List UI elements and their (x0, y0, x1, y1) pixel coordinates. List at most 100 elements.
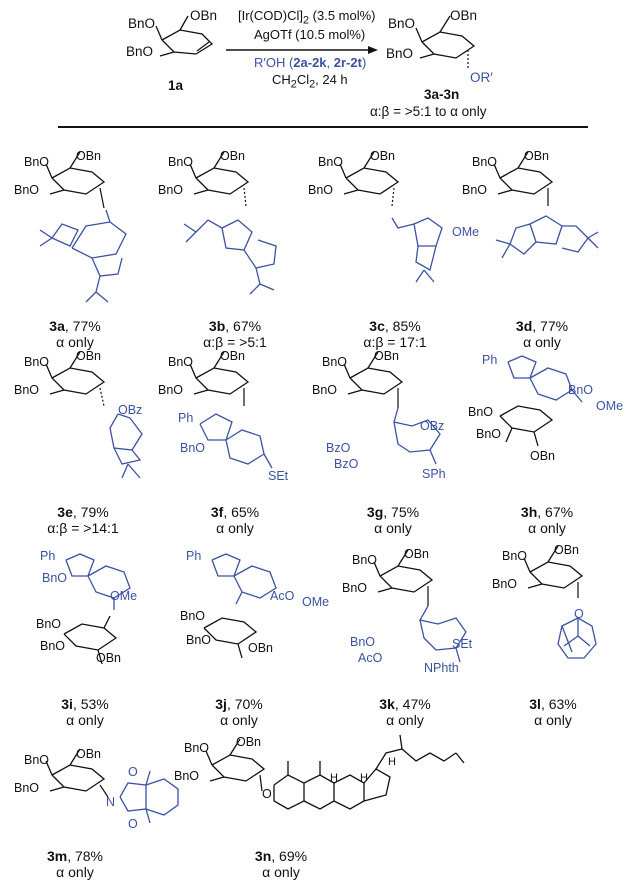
structure-3g (343, 351, 441, 465)
structure-3e (45, 351, 143, 479)
s3k-bno-top: BnO (352, 553, 378, 567)
caption-3d: 3d, 77% α only (515, 318, 569, 350)
condition-nucleophile: R′OH (2a-2k, 2r-2t) (254, 55, 367, 70)
s3d-obn: OBn (524, 149, 550, 163)
s3k-aco: AcO (358, 651, 383, 665)
s3k-bno-left: BnO (342, 581, 368, 595)
s3k-set: SEt (452, 637, 473, 651)
product-label-bno-left: BnO (386, 46, 414, 61)
s3m-obn: OBn (76, 747, 102, 761)
s3j-bno-b: BnO (186, 633, 212, 647)
structure-3l (523, 545, 597, 659)
condition-cocatalyst: AgOTf (10.5 mol%) (254, 27, 366, 42)
s3k-obn: OBn (404, 547, 430, 561)
s3h-bno: BnO (568, 383, 594, 397)
s3l-o: O (574, 607, 584, 621)
s3g-bzo-bottom: BzO (334, 457, 359, 471)
caption-3k: 3k, 47% α only (379, 696, 431, 728)
product-series-label: 3a-3n (424, 87, 460, 102)
s3m-o-bottom: O (128, 817, 138, 831)
structure-3d (493, 151, 599, 259)
structure-3b (183, 151, 277, 295)
caption-3b: 3b, 67% α:β = >5:1 (203, 318, 267, 350)
sm-label-bno-left: BnO (126, 44, 154, 59)
caption-3f: 3f, 65% α only (210, 504, 260, 536)
structure-3f (189, 351, 273, 469)
s3m-bno-top: BnO (24, 753, 50, 767)
s3h-bno-a: BnO (468, 405, 494, 419)
s3e-obz: OBz (118, 403, 143, 417)
caption-3m: 3m, 78% α only (46, 848, 104, 880)
s3n-h-a: H (330, 772, 338, 784)
s3b-bno-top: BnO (168, 155, 194, 169)
caption-3l: 3l, 63% α only (529, 696, 577, 728)
s3c-bno-top: BnO (318, 155, 344, 169)
arrow-head-icon (368, 46, 378, 54)
product-label-bno-top: BnO (388, 16, 416, 31)
s3e-bno-top: BnO (24, 355, 50, 369)
s3m-n: N (106, 795, 116, 809)
structure-3a (39, 151, 127, 303)
s3a-obn: OBn (76, 149, 102, 163)
s3n-bno-top: BnO (184, 741, 210, 755)
caption-3n: 3n, 69% α only (254, 848, 308, 880)
s3f-bno-top: BnO (168, 355, 194, 369)
starting-material-label: 1a (168, 78, 184, 93)
caption-3e: 3e, 79% α:β = >14:1 (47, 504, 119, 536)
s3j-bno-a: BnO (180, 609, 206, 623)
s3n-bno-left: BnO (174, 769, 200, 783)
s3a-bno-top: BnO (24, 155, 50, 169)
s3n-obn: OBn (236, 735, 262, 749)
caption-3h: 3h, 67% α only (520, 504, 574, 536)
structure-3m (45, 748, 179, 824)
caption-3i: 3i, 53% α only (61, 696, 109, 728)
s3k-nphth: NPhth (424, 661, 459, 675)
s3h-bno-b: BnO (476, 427, 502, 441)
s3g-bno-top: BnO (322, 355, 348, 369)
s3e-obn: OBn (76, 349, 102, 363)
s3i-bno-a: BnO (36, 617, 62, 631)
s3k-bno-blue: BnO (350, 635, 376, 649)
s3m-o-top: O (128, 765, 138, 779)
s3g-bno-left: BnO (312, 383, 338, 397)
s3f-obn: OBn (220, 349, 246, 363)
condition-catalyst: [Ir(COD)Cl]2 (3.5 mol%) (238, 8, 376, 27)
product-structure (415, 15, 476, 68)
s3c-obn: OBn (370, 149, 396, 163)
caption-3c: 3c, 85% α:β = 17:1 (363, 318, 427, 350)
s3c-bno-left: BnO (308, 183, 334, 197)
product-series-selectivity: α:β = >5:1 to α only (370, 104, 487, 119)
s3a-bno-left: BnO (14, 183, 40, 197)
s3g-obn: OBn (374, 349, 400, 363)
s3i-bno-b: BnO (40, 639, 66, 653)
product-label-obn: OBn (450, 8, 478, 23)
s3l-obn: OBn (554, 543, 580, 557)
s3n-h-c: H (388, 756, 396, 768)
structure-3n (205, 734, 465, 810)
s3g-bzo-top: BzO (326, 441, 351, 455)
s3i-ome: OMe (110, 589, 138, 603)
s3j-obn: OBn (248, 641, 274, 655)
structure-3h (499, 355, 583, 447)
s3h-ome: OMe (596, 399, 624, 413)
structure-3j (203, 553, 277, 659)
caption-3j: 3j, 70% α only (215, 696, 263, 728)
product-aglycone-label: OR′ (470, 70, 493, 85)
sm-label-bno-top: BnO (128, 16, 156, 31)
structure-3i (63, 553, 131, 665)
s3h-ph: Ph (482, 353, 498, 367)
sm-label-obn: OBn (190, 8, 218, 23)
s3n-o: O (262, 787, 272, 801)
starting-material-structure (155, 15, 214, 57)
s3e-bno-left: BnO (14, 383, 40, 397)
s3b-bno-left: BnO (158, 183, 184, 197)
s3c-ome: OMe (452, 225, 480, 239)
structure-3k (373, 549, 467, 663)
structure-3c (339, 151, 443, 283)
s3j-ome: OMe (302, 595, 330, 609)
s3i-ph: Ph (40, 549, 56, 563)
s3h-obn: OBn (530, 449, 556, 463)
s3d-bno-top: BnO (472, 155, 498, 169)
s3b-obn: OBn (220, 149, 246, 163)
